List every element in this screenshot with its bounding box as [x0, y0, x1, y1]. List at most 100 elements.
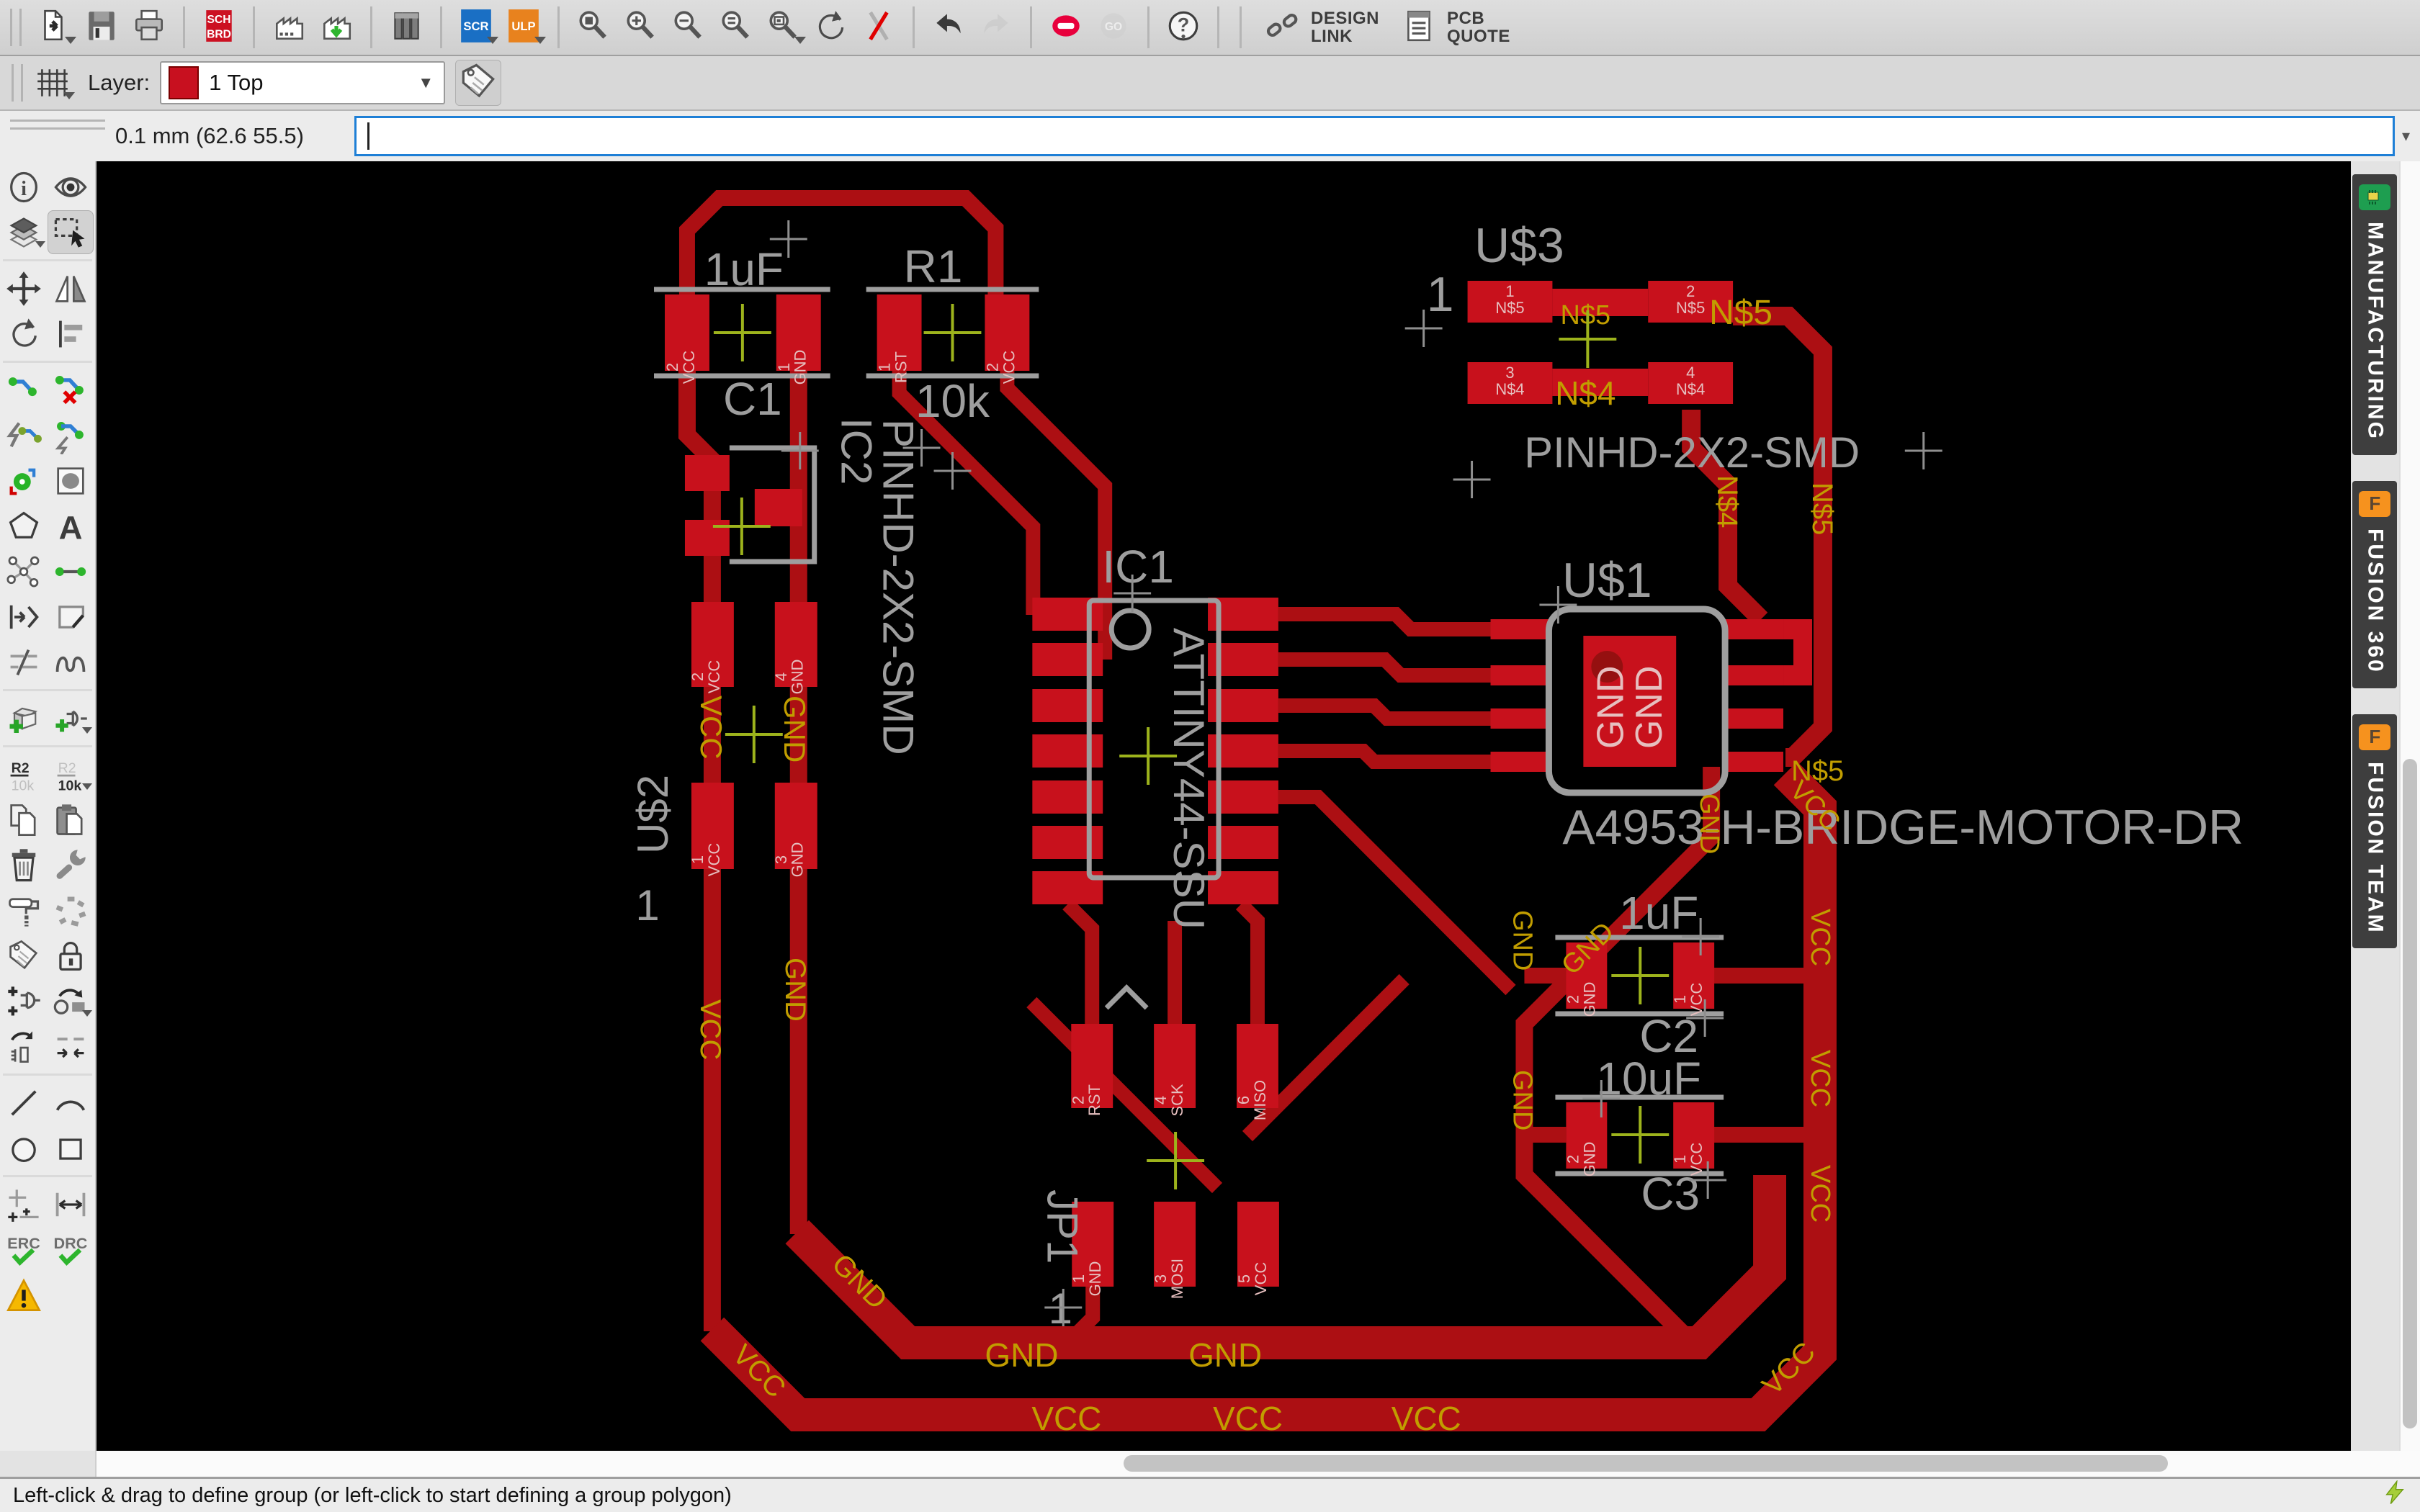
pcb-label: GND — [1507, 1070, 1537, 1130]
tool-show[interactable] — [48, 165, 94, 209]
pcb-quote-label[interactable]: PCBQUOTE — [1447, 9, 1510, 45]
zoom-out-button[interactable] — [666, 5, 711, 50]
toolbar-grab-handle[interactable] — [10, 9, 22, 46]
tool-delete[interactable] — [1, 843, 47, 887]
undo-button[interactable] — [926, 5, 971, 50]
zoom-fit-button[interactable] — [571, 5, 616, 50]
layer-tag-button[interactable] — [455, 60, 501, 106]
tool-add-part[interactable] — [1, 696, 47, 740]
tool-value[interactable]: R210k — [48, 752, 94, 796]
print-button[interactable] — [127, 5, 171, 50]
tool-route-ignore-obstacles[interactable] — [1, 413, 47, 457]
save-button[interactable] — [79, 5, 124, 50]
svg-text:SCR: SCR — [463, 19, 488, 33]
help-button[interactable]: ? — [1161, 5, 1206, 50]
tool-erc[interactable]: ERC — [1, 1228, 47, 1272]
tool-add-module[interactable] — [48, 696, 94, 740]
stop-button[interactable] — [1044, 5, 1088, 50]
tool-dimension[interactable] — [1, 1182, 47, 1226]
manufacturing-output-button[interactable] — [314, 5, 359, 50]
zoom-select-button[interactable] — [714, 5, 758, 50]
vertical-scrollbar[interactable] — [2399, 161, 2420, 1451]
tool-align[interactable] — [48, 312, 94, 356]
tool-rect[interactable] — [48, 1126, 94, 1170]
tool-polygon[interactable] — [1, 504, 47, 548]
tool-group-select[interactable] — [48, 210, 94, 254]
tool-replace[interactable] — [48, 979, 94, 1023]
layer-value: 1 Top — [209, 70, 408, 96]
tool-pad[interactable] — [48, 459, 94, 503]
cam-processor-button[interactable] — [266, 5, 311, 50]
command-history-dropdown[interactable]: ▾ — [2402, 127, 2410, 145]
pcb-quote-button[interactable] — [1397, 5, 1441, 50]
pcb-label: JP1 — [1038, 1189, 1086, 1264]
tool-label[interactable] — [1, 934, 47, 978]
tool-ratsnest[interactable] — [1, 549, 47, 593]
tool-copy[interactable] — [1, 798, 47, 842]
tool-lock[interactable] — [48, 934, 94, 978]
chevron-down-icon: ▼ — [418, 73, 434, 92]
tool-meander[interactable] — [48, 640, 94, 684]
tool-text[interactable]: A — [48, 504, 94, 548]
pcb-canvas[interactable]: 1uFC1R110kU$31PINHD-2X2-SMDIC1ATTINY44-S… — [97, 161, 2351, 1451]
vertical-scrollbar-thumb[interactable] — [2403, 759, 2417, 1428]
change-icon — [52, 847, 89, 884]
new-open-document-button[interactable] — [32, 5, 76, 50]
horizontal-scrollbar-thumb[interactable] — [1124, 1455, 2168, 1472]
tool-route-walkaround[interactable] — [48, 413, 94, 457]
run-ulp-button[interactable]: ULP — [501, 5, 546, 50]
tool-paint-roller[interactable] — [1, 888, 47, 932]
tool-smash[interactable] — [48, 888, 94, 932]
tool-line[interactable] — [1, 1081, 47, 1125]
copy-icon — [5, 801, 42, 839]
tool-paste[interactable] — [48, 798, 94, 842]
zoom-in-button[interactable] — [619, 5, 663, 50]
pcb-label: R1 — [904, 240, 963, 292]
tab-fusion-team[interactable]: FFUSION TEAM — [2352, 714, 2397, 949]
tool-route-airwire[interactable] — [1, 368, 47, 412]
tool-mirror[interactable] — [48, 266, 94, 310]
tool-autorouter[interactable] — [1, 595, 47, 639]
ulp-icon: ULP — [506, 8, 542, 48]
layer-select[interactable]: 1 Top ▼ — [160, 61, 445, 104]
horizontal-scrollbar[interactable] — [0, 1451, 2420, 1477]
refresh-button[interactable] — [809, 5, 853, 50]
run-script-button[interactable]: SCR — [454, 5, 498, 50]
tool-signal[interactable] — [48, 549, 94, 593]
design-link-button[interactable] — [1260, 5, 1305, 50]
tool-move[interactable] — [1, 266, 47, 310]
tool-info[interactable]: i — [1, 165, 47, 209]
tool-via[interactable] — [1, 459, 47, 503]
tool-change[interactable] — [48, 843, 94, 887]
layerbar-grab-handle[interactable] — [12, 64, 23, 102]
grid-icon — [35, 65, 71, 101]
tool-gateswap[interactable] — [1, 1025, 47, 1068]
tab-manufacturing[interactable]: MANUFACTURING — [2352, 174, 2397, 455]
tool-errors[interactable] — [1, 1273, 47, 1317]
tool-optimize[interactable] — [48, 1025, 94, 1068]
zoom-redraw-button[interactable] — [761, 5, 806, 50]
tool-split[interactable] — [1, 640, 47, 684]
cancel-x-button[interactable] — [856, 5, 901, 50]
tool-drc[interactable]: DRC — [48, 1228, 94, 1272]
pcb-label: U$3 — [1474, 218, 1564, 273]
switch-sch-brd-button[interactable]: SCHBRD — [197, 5, 241, 50]
library-manager-button[interactable] — [384, 5, 429, 50]
tool-pinswap[interactable] — [1, 979, 47, 1023]
sidebar-corner-handle[interactable] — [0, 111, 115, 161]
design-link-label[interactable]: DESIGNLINK — [1311, 9, 1379, 45]
tool-name[interactable]: R210k — [1, 752, 47, 796]
tab-fusion-360[interactable]: FFUSION 360 — [2352, 481, 2397, 688]
tool-measure[interactable] — [48, 1182, 94, 1226]
tool-circle[interactable] — [1, 1126, 47, 1170]
tool-arc[interactable] — [48, 1081, 94, 1125]
tool-miter[interactable] — [48, 595, 94, 639]
command-input[interactable] — [354, 116, 2395, 156]
toolbar-separator — [913, 6, 915, 48]
pcb-text-layer[interactable]: 1uFC1R110kU$31PINHD-2X2-SMDIC1ATTINY44-S… — [629, 218, 2244, 1437]
errors-icon — [5, 1277, 42, 1314]
tool-display-layers[interactable] — [1, 210, 47, 254]
tool-rotate[interactable] — [1, 312, 47, 356]
tool-ripup[interactable] — [48, 368, 94, 412]
grid-settings-button[interactable] — [30, 60, 75, 105]
